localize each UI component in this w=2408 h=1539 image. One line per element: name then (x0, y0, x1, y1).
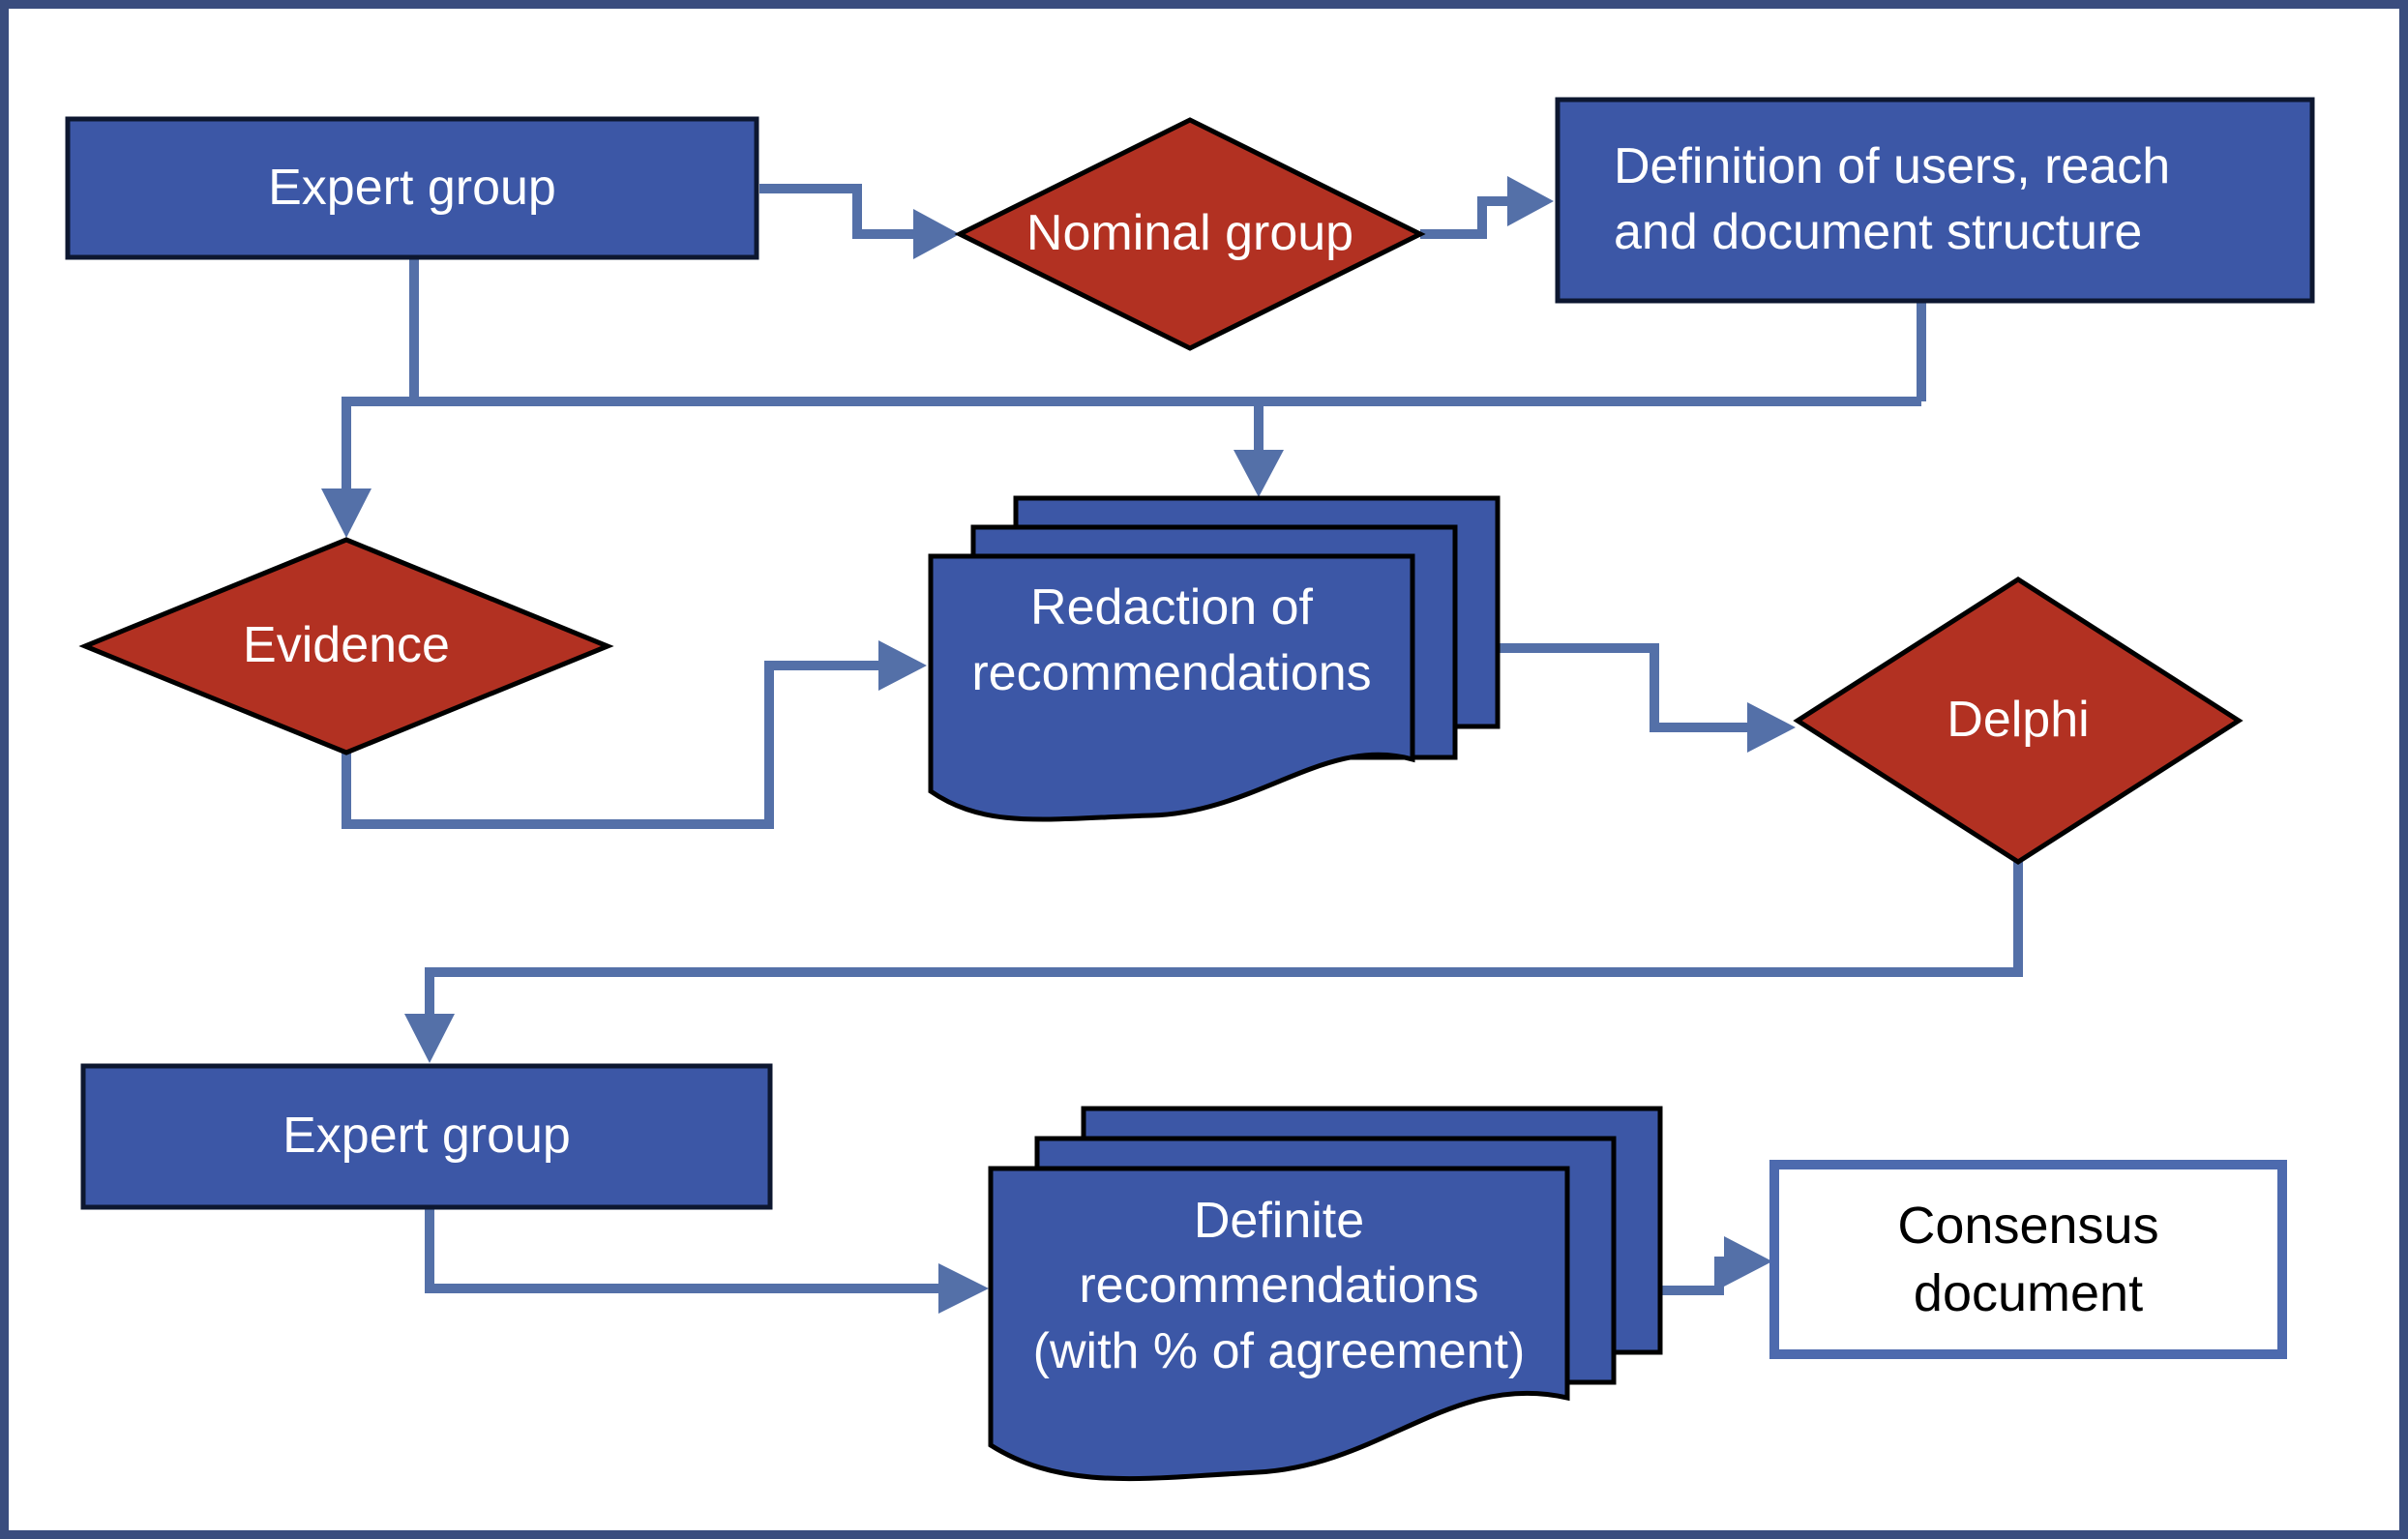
arrowhead-into-evidence (321, 488, 372, 538)
redaction-page-front (928, 553, 1415, 822)
definite-document-stack (988, 1106, 1663, 1482)
edge-shared-rail (342, 397, 1921, 490)
definite-page-front (988, 1166, 1570, 1482)
edge-redaction-to-delphi (1498, 643, 1749, 732)
redaction-document-stack (928, 495, 1501, 822)
arrowhead-into-redaction-top (1234, 450, 1284, 497)
arrowhead-into-expert2 (404, 1014, 455, 1063)
arrowhead-into-delphi (1747, 702, 1796, 753)
arrowhead-into-definite (938, 1263, 989, 1314)
delphi-diamond (1793, 577, 2244, 865)
edge-evidence-to-redaction (342, 661, 878, 829)
edge-expert1-to-nominal (759, 184, 915, 239)
evidence-diamond (78, 537, 614, 755)
edge-definite-to-consensus (1660, 1257, 1726, 1295)
arrowhead-into-definition (1507, 176, 1554, 226)
arrowhead-into-redaction-left (878, 640, 927, 691)
consensus-document-box (1769, 1160, 2287, 1359)
arrowhead-into-nominal (913, 209, 960, 259)
arrowhead-into-consensus (1724, 1236, 1772, 1287)
edge-delphi-to-expert2 (425, 862, 2023, 1016)
edge-nominal-to-definition (1420, 196, 1509, 239)
expert-group-2-box (80, 1063, 773, 1210)
nominal-group-diamond (954, 117, 1426, 351)
expert-group-1-box (65, 116, 759, 260)
definition-box (1555, 97, 2315, 304)
edge-expert2-to-definite (425, 1207, 940, 1293)
